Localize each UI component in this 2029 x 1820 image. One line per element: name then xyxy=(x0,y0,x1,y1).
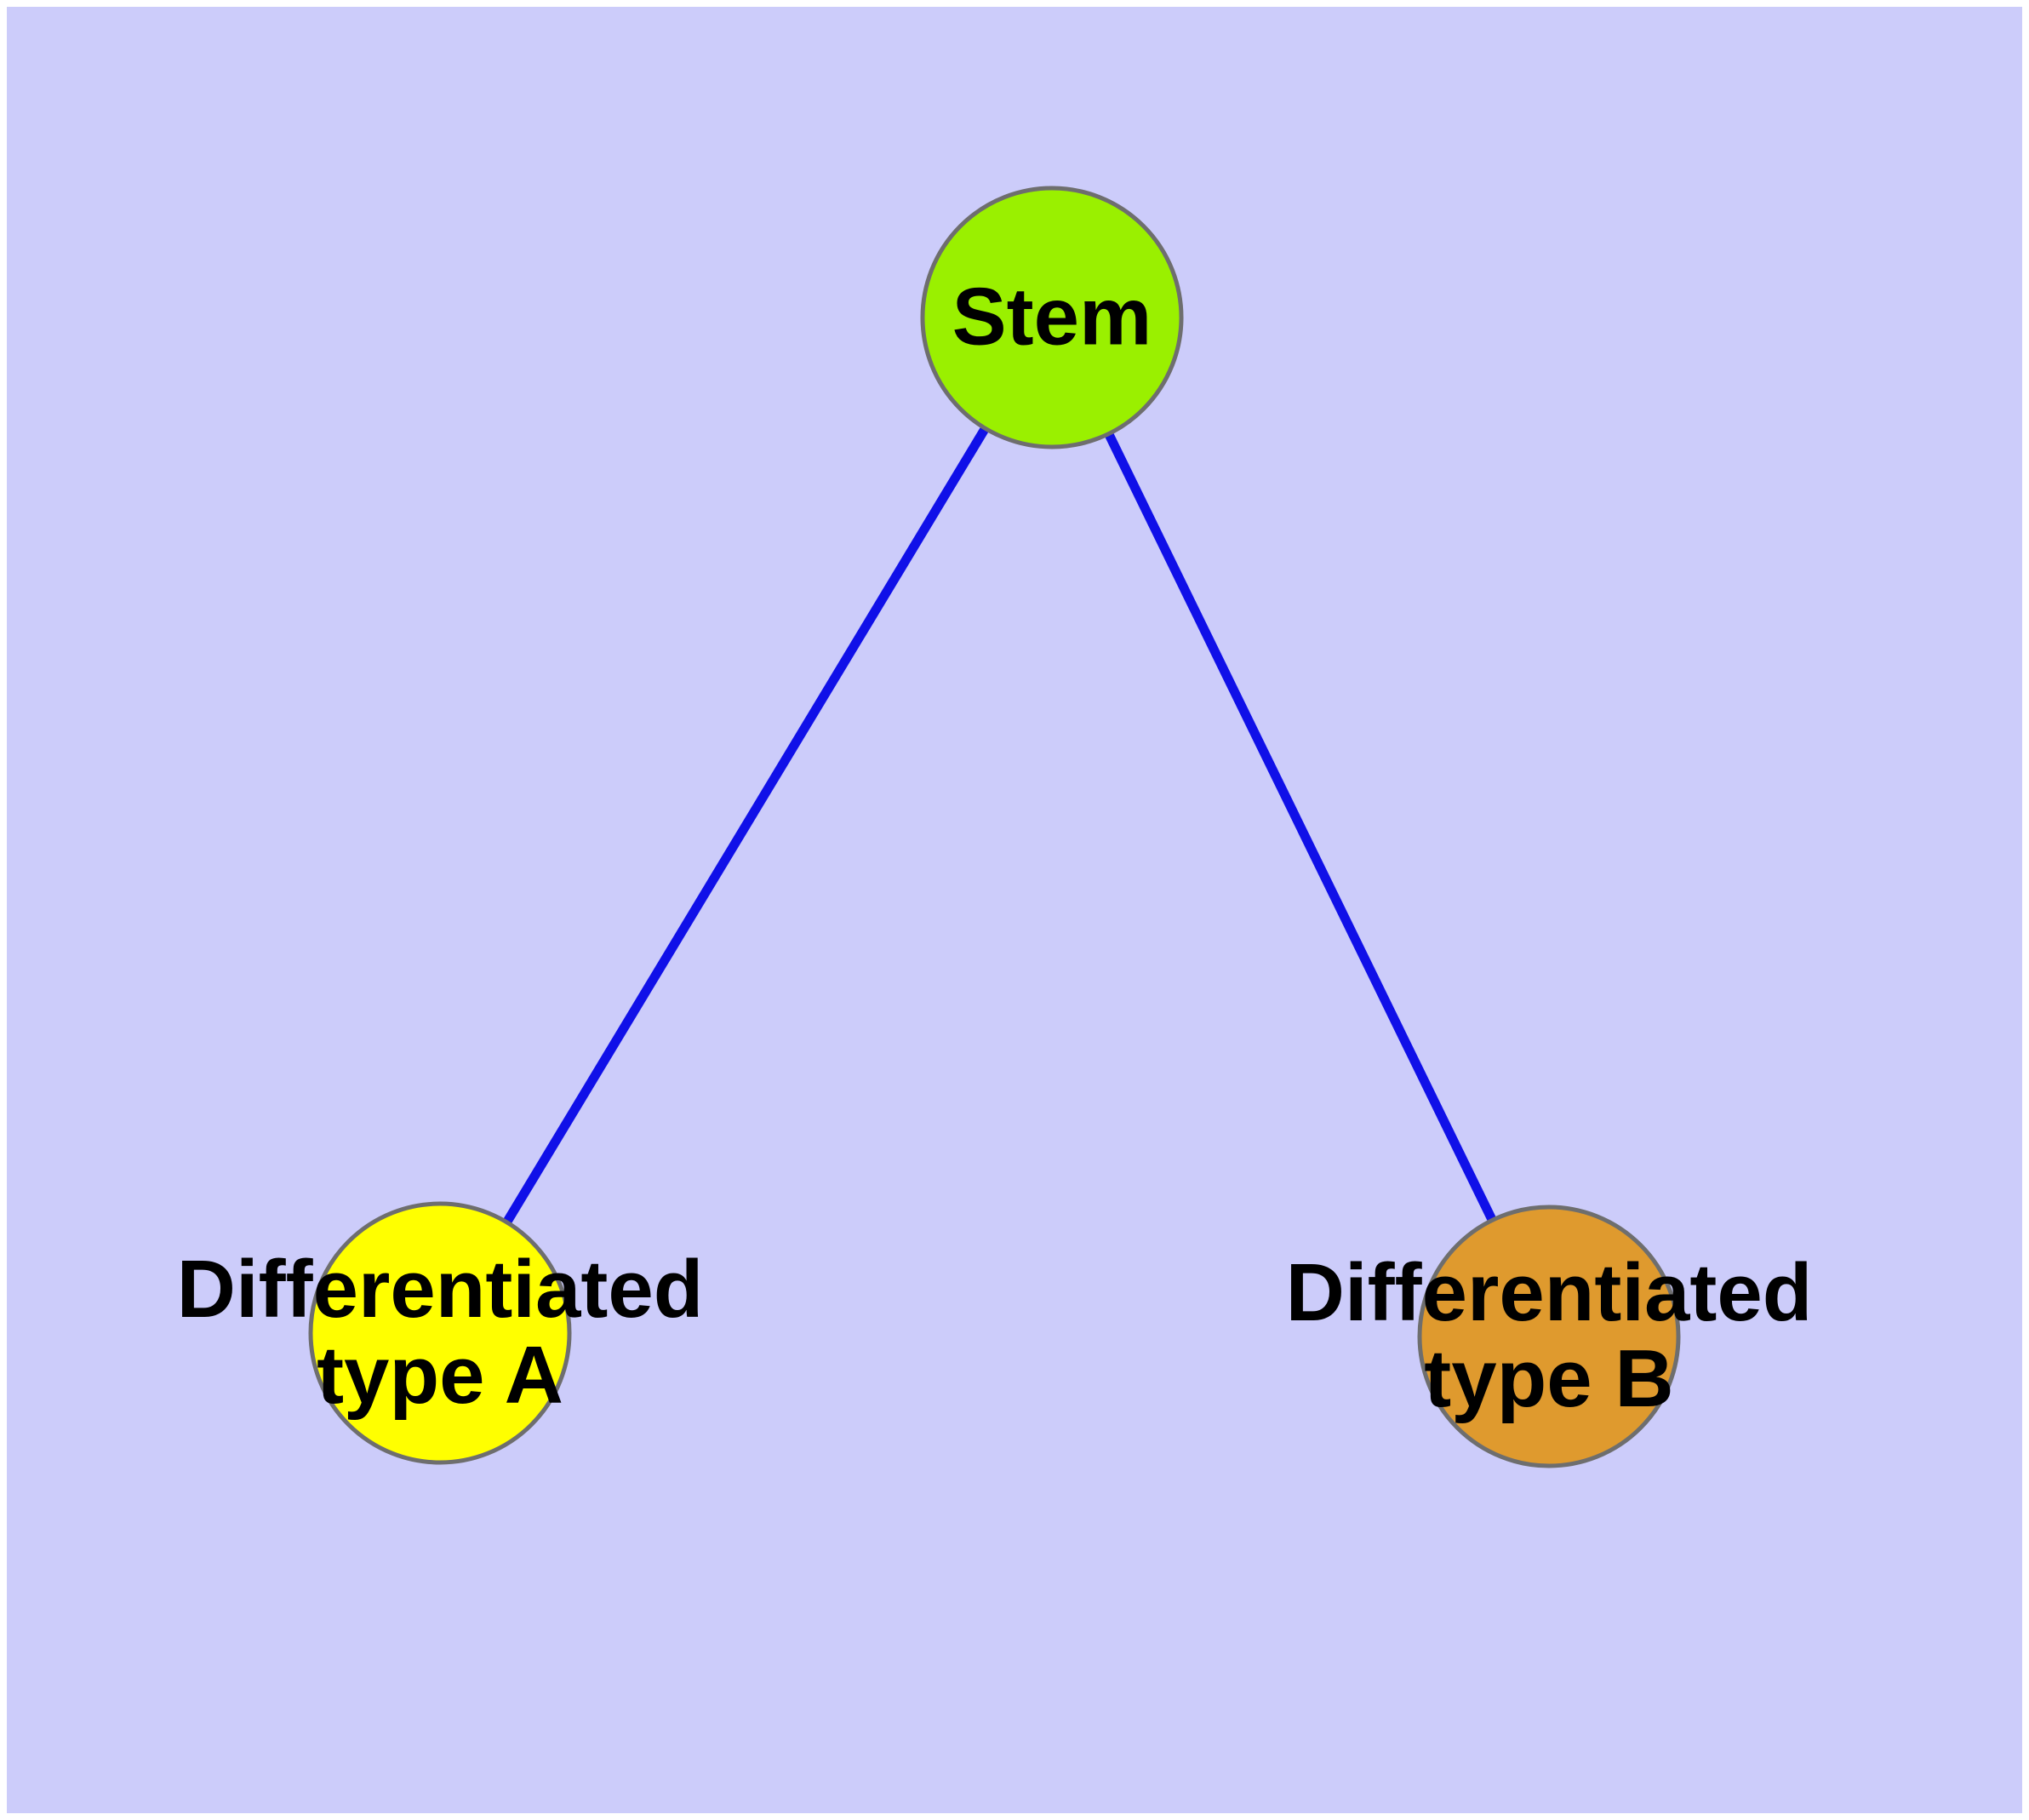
edge-layer xyxy=(436,315,1553,1339)
graph-node-diff_a[interactable] xyxy=(308,1201,572,1465)
graph-node-stem[interactable] xyxy=(920,186,1184,449)
graph-edge[interactable] xyxy=(436,315,1056,1336)
graph-node-diff_b[interactable] xyxy=(1417,1205,1681,1468)
node-layer xyxy=(308,186,1681,1468)
graph-edge[interactable] xyxy=(1048,315,1553,1339)
